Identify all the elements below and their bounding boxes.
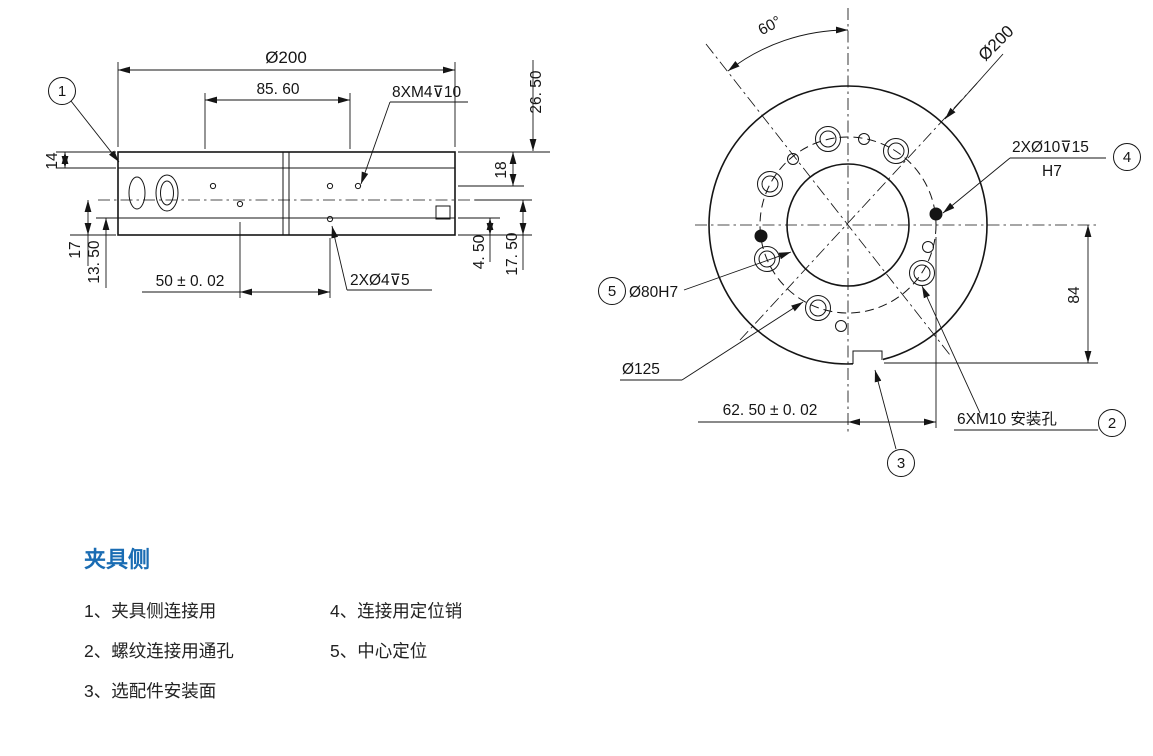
legend: 夹具侧 1、夹具侧连接用 2、螺纹连接用通孔 3、选配件安装面 4、连接用定位销… xyxy=(84,548,576,722)
legend-title: 夹具侧 xyxy=(84,547,151,572)
front-view-geometry xyxy=(695,8,1098,432)
locating-pin-holes xyxy=(754,207,943,243)
callout-2xo4: 2XØ4⊽5 xyxy=(350,272,410,289)
balloon-1-number: 1 xyxy=(58,83,66,100)
legend-column-2: 4、连接用定位销 5、中心定位 xyxy=(330,602,576,722)
balloon-2-number: 2 xyxy=(1108,415,1116,432)
dim-85-60: 85. 60 xyxy=(256,81,299,98)
side-hole-ellipse xyxy=(160,180,174,206)
dim-bore-diameter: Ø80H7 xyxy=(629,284,678,301)
dim-4-50: 4. 50 xyxy=(471,234,488,269)
legend-column-1: 1、夹具侧连接用 2、螺纹连接用通孔 3、选配件安装面 xyxy=(84,602,330,722)
dim-60-degree: 60° xyxy=(756,13,785,39)
balloon-4-number: 4 xyxy=(1123,149,1131,166)
balloon-5: 5 xyxy=(598,277,626,305)
front-view-dimension-lines xyxy=(620,26,1106,450)
side-view-geometry xyxy=(98,151,475,236)
callout-8xm4: 8XM4⊽10 xyxy=(392,84,461,101)
callout-mounting-holes: 6XM10 安装孔 xyxy=(957,410,1057,428)
diagonal-centerline xyxy=(739,79,981,341)
dim-bolt-circle: Ø125 xyxy=(622,361,660,378)
legend-item-2: 2、螺纹连接用通孔 xyxy=(84,641,234,661)
balloon-3: 3 xyxy=(887,449,915,477)
side-view-dimension-lines xyxy=(56,60,550,298)
side-hole-ellipse xyxy=(155,174,179,212)
legend-item-4: 4、连接用定位销 xyxy=(330,601,463,621)
bottom-notch xyxy=(852,349,883,365)
dim-50-tol: 50 ± 0. 02 xyxy=(156,273,225,290)
dim-outer-diameter: Ø200 xyxy=(975,22,1018,65)
dim-18: 18 xyxy=(493,161,510,178)
balloon-2: 2 xyxy=(1098,409,1126,437)
side-hole-ellipse xyxy=(128,176,146,210)
balloon-4: 4 xyxy=(1113,143,1141,171)
dim-overall-diameter: Ø200 xyxy=(265,48,307,67)
mounting-holes xyxy=(754,126,935,321)
legend-item-1: 1、夹具侧连接用 xyxy=(84,601,217,621)
side-keyway xyxy=(435,205,451,220)
callout-pin-holes-fit: H7 xyxy=(1042,163,1062,180)
front-view: 60° Ø200 2XØ10⊽15 H7 Ø80H7 Ø125 84 62. 5… xyxy=(598,8,1141,477)
dim-17: 17 xyxy=(67,241,84,258)
dim-84: 84 xyxy=(1066,286,1083,304)
small-holes xyxy=(787,133,934,332)
dim-14: 14 xyxy=(44,152,61,170)
legend-item-5: 5、中心定位 xyxy=(330,641,428,661)
balloon-5-number: 5 xyxy=(608,283,616,300)
dim-13-50: 13. 50 xyxy=(86,240,103,283)
diagonal-centerline xyxy=(705,43,951,356)
dim-17-50: 17. 50 xyxy=(504,232,521,275)
legend-columns: 1、夹具侧连接用 2、螺纹连接用通孔 3、选配件安装面 4、连接用定位销 5、中… xyxy=(84,602,576,722)
balloon-3-number: 3 xyxy=(897,455,905,472)
legend-item-3: 3、选配件安装面 xyxy=(84,681,217,701)
technical-drawing: Ø200 85. 60 8XM4⊽10 26. 50 18 14 17 13. … xyxy=(44,8,1141,477)
balloon-1: 1 xyxy=(48,77,76,105)
side-view: Ø200 85. 60 8XM4⊽10 26. 50 18 14 17 13. … xyxy=(44,48,550,298)
dim-62-50-tol: 62. 50 ± 0. 02 xyxy=(723,402,818,419)
dim-26-50: 26. 50 xyxy=(528,70,545,113)
callout-pin-holes: 2XØ10⊽15 xyxy=(1012,139,1089,156)
